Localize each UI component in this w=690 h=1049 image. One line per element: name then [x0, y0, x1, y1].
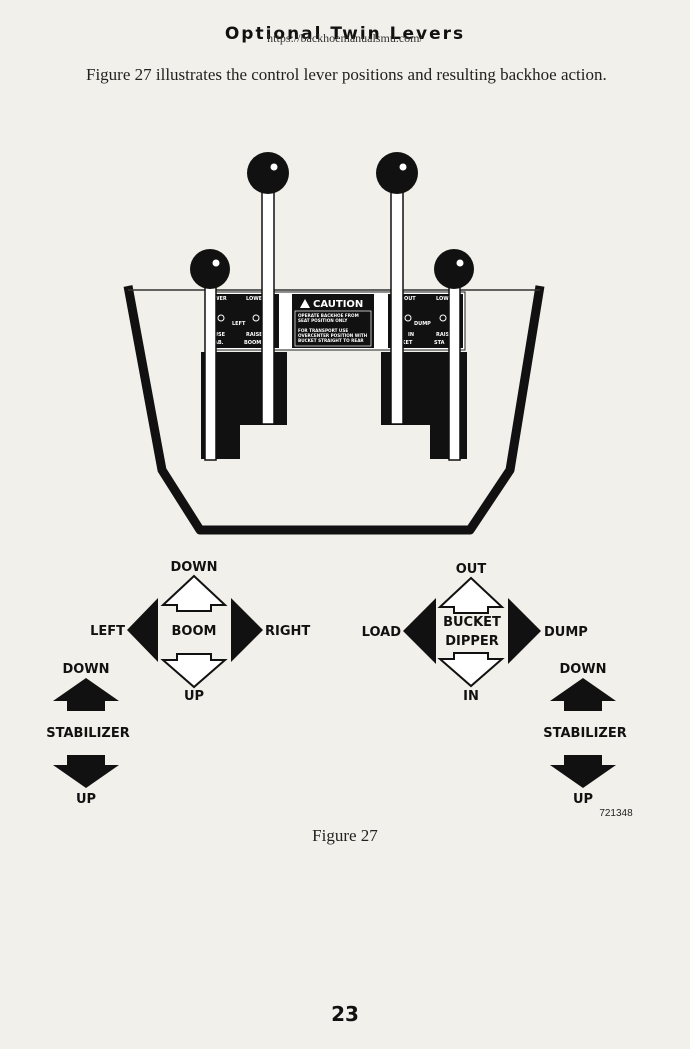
- dipper-center-label: DIPPER: [445, 634, 499, 649]
- left-decal-bottom-right: BOOM: [244, 340, 261, 346]
- right-decal-bottom-right-top: RAIS: [436, 332, 450, 338]
- left-decal-mid: LEFT: [232, 321, 246, 327]
- right-decal-bottom-right: STA: [434, 340, 445, 346]
- right-stabilizer-diagram: DOWN STABILIZER UP: [543, 662, 626, 807]
- caution-line-4: OVERCENTER POSITION WITH: [298, 333, 368, 338]
- boom-left-label: LEFT: [90, 624, 125, 639]
- right-decal-bottom-left: CKET: [398, 340, 413, 346]
- right-stabilizer-label: STABILIZER: [543, 726, 626, 741]
- right-stabilizer-up-label: UP: [573, 792, 593, 807]
- bucket-load-arrow-icon: [403, 598, 436, 664]
- figure-caption: Figure 27: [312, 826, 378, 845]
- intro-paragraph: Figure 27 illustrates the control lever …: [86, 65, 607, 84]
- right-stabilizer-up-arrow-icon: [550, 755, 616, 788]
- left-decal-bottom-left-top: USE: [214, 332, 226, 338]
- bucket-load-label: LOAD: [362, 625, 402, 640]
- boom-down-label: DOWN: [170, 560, 217, 575]
- boom-center-label: BOOM: [172, 624, 217, 639]
- left-decal-top-left: WER: [214, 296, 227, 302]
- caution-line-2: SEAT POSITION ONLY: [298, 318, 348, 323]
- right-decal-top-right: LOW: [436, 296, 449, 302]
- boom-right-label: RIGHT: [265, 624, 310, 639]
- right-decal-mid: DUMP: [414, 321, 431, 327]
- bucket-dipper-direction-diagram: OUT LOAD BUCKET DIPPER DUMP IN: [362, 562, 588, 704]
- boom-up-label: UP: [184, 689, 204, 704]
- right-decal-top-left: OUT: [404, 296, 416, 302]
- left-stabilizer-diagram: DOWN STABILIZER UP: [46, 662, 129, 807]
- boom-direction-diagram: DOWN LEFT BOOM RIGHT UP: [90, 560, 310, 704]
- stabilizer-right-lever: [434, 249, 474, 461]
- caution-line-1: OPERATE BACKHOE FROM: [298, 313, 359, 318]
- warning-triangle-icon: [300, 299, 310, 308]
- caution-decal: CAUTION OPERATE BACKHOE FROM SEAT POSITI…: [292, 294, 374, 348]
- dipper-in-arrow-icon: [437, 652, 505, 688]
- boom-left-arrow-icon: [127, 598, 158, 662]
- boom-swing-lever: [247, 152, 289, 425]
- watermark-url: https://backhoemanualsmu.com/: [267, 31, 423, 45]
- page-number: 23: [331, 1002, 359, 1026]
- caution-line-3: FOR TRANSPORT USE: [298, 328, 348, 333]
- dipper-out-arrow-icon: [437, 576, 505, 614]
- left-stabilizer-up-label: UP: [76, 792, 96, 807]
- boom-right-arrow-icon: [231, 598, 263, 662]
- left-stabilizer-up-arrow-icon: [53, 755, 119, 788]
- left-stabilizer-down-label: DOWN: [62, 662, 109, 677]
- left-stabilizer-label: STABILIZER: [46, 726, 129, 741]
- right-stabilizer-down-arrow-icon: [550, 678, 616, 711]
- caution-title: CAUTION: [313, 299, 363, 310]
- boom-up-arrow-icon: [160, 653, 228, 689]
- bucket-dump-label: DUMP: [544, 625, 588, 640]
- left-decal-bottom-right-top: RAISE: [246, 332, 263, 338]
- stabilizer-left-lever: [190, 249, 230, 461]
- bucket-dipper-lever: [376, 152, 418, 425]
- boom-down-arrow-icon: [160, 574, 228, 612]
- left-decal-top-right: LOWE: [246, 296, 263, 302]
- twin-levers-figure: WER LOWE LEFT USE RAISE AB. BOOM CAUTION…: [46, 152, 627, 807]
- part-number: 721348: [599, 808, 633, 819]
- right-decal-bottom-left-top: IN: [408, 332, 414, 338]
- section-title: Optional Twin Levers: [224, 24, 466, 44]
- right-stabilizer-down-label: DOWN: [559, 662, 606, 677]
- left-stabilizer-down-arrow-icon: [53, 678, 119, 711]
- bucket-center-label: BUCKET: [443, 615, 501, 630]
- tub-outline: [123, 285, 545, 535]
- left-decal-bottom-left: AB.: [214, 340, 224, 346]
- bucket-out-label: OUT: [456, 562, 487, 577]
- caution-line-5: BUCKET STRAIGHT TO REAR: [298, 338, 364, 343]
- bucket-in-label: IN: [463, 689, 479, 704]
- bucket-dump-arrow-icon: [508, 598, 541, 664]
